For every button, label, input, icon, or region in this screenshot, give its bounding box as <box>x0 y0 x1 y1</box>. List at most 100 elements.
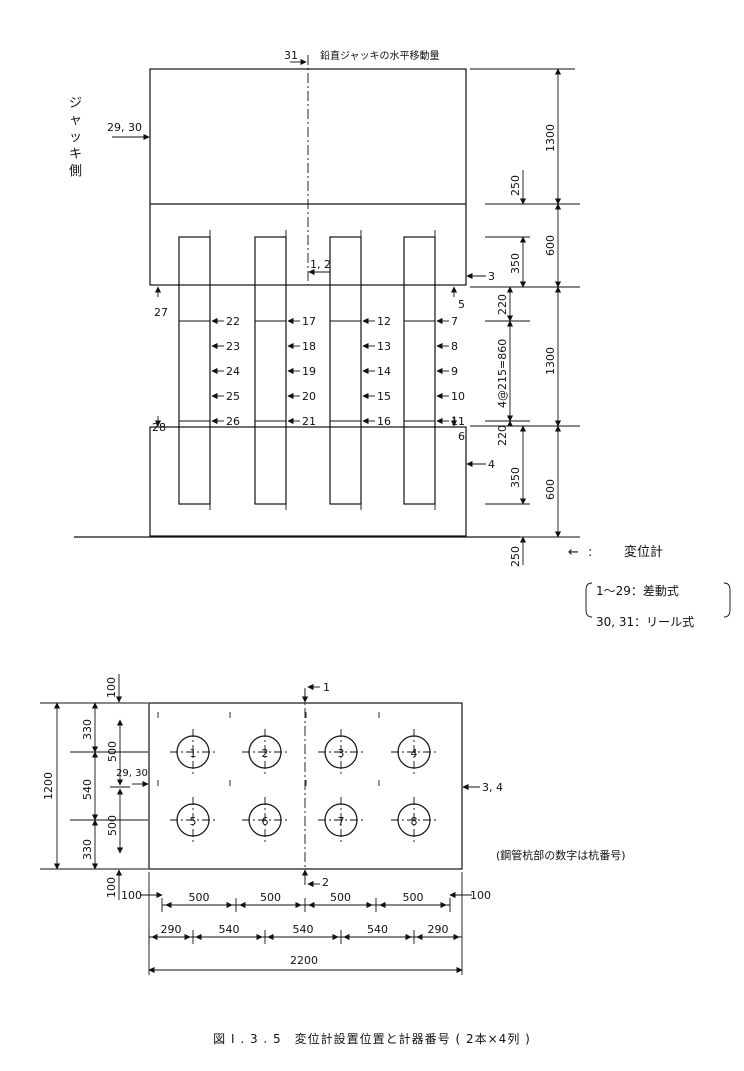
gauge-28-label: 28 <box>152 421 166 434</box>
gauge-5-label: 5 <box>458 298 465 311</box>
plan-dim-row2: 540 <box>219 923 240 936</box>
legend-meaning: 変位計 <box>624 544 663 560</box>
dim-gap-top: 220 <box>496 294 509 315</box>
plan-dim-seg-330-top: 330 <box>81 719 94 740</box>
plan-dim-pile-spacing: 500 <box>403 891 424 904</box>
plan-gauge-1-label: 1 <box>323 681 330 694</box>
plan-gauge-2-label: 2 <box>322 876 329 889</box>
pile-gauge-label: 14 <box>377 365 391 378</box>
pile-gauge-label: 8 <box>451 340 458 353</box>
dim-mid-total: 600 <box>544 235 557 256</box>
plan-dim-edge-right: 100 <box>470 889 491 902</box>
dim-top-part: 250 <box>509 175 522 196</box>
lower-block <box>149 426 467 537</box>
plan-dim-seg-540: 540 <box>81 779 94 800</box>
plan-dim-total-width: 2200 <box>290 954 318 967</box>
jack-side-char: 側 <box>69 164 82 179</box>
dim-gap-mid: 4@215=860 <box>496 339 509 408</box>
jack-side-char: ッ <box>69 130 82 145</box>
pile-elevation-4 <box>403 236 436 505</box>
jack-side-char: ャ <box>69 113 82 128</box>
plan-dim-inner-500-bot: 500 <box>106 815 119 836</box>
pile-number: 2 <box>262 747 269 760</box>
pile-gauge-label: 24 <box>226 365 240 378</box>
pile-gauge-label: 15 <box>377 390 391 403</box>
pile-gauge-label: 18 <box>302 340 316 353</box>
pile-number: 4 <box>411 747 418 760</box>
dim-bot-part: 350 <box>509 467 522 488</box>
pile-gauge-label: 20 <box>302 390 316 403</box>
pile-number: 8 <box>411 815 418 828</box>
pile-elevation-2 <box>254 236 287 505</box>
jack-side-char: キ <box>69 147 82 162</box>
gauge-6-label: 6 <box>458 430 465 443</box>
plan-note: (鋼管杭部の数字は杭番号) <box>496 848 626 862</box>
gauge-3-label: 3 <box>488 270 495 283</box>
legend-arrow-symbol: ← <box>568 545 579 560</box>
plan-dim-row2: 290 <box>428 923 449 936</box>
dim-gap-bot: 220 <box>496 425 509 446</box>
gauge-1-2-label: 1, 2 <box>310 258 331 271</box>
plan-dim-pile-spacing: 500 <box>260 891 281 904</box>
pile-gauge-label: 17 <box>302 315 316 328</box>
legend-colon: : <box>588 545 592 560</box>
dim-gap-total: 1300 <box>544 347 557 375</box>
pile-number: 5 <box>190 815 197 828</box>
pile-gauge-label: 13 <box>377 340 391 353</box>
plan-gauge-29-30-label: 29, 30 <box>116 768 148 779</box>
pile-gauge-label: 23 <box>226 340 240 353</box>
plan-dim-total: 1200 <box>42 772 55 800</box>
plan-dim-pile-spacing: 500 <box>330 891 351 904</box>
dim-mid-part: 350 <box>509 253 522 274</box>
plan-dim-pile-spacing: 500 <box>189 891 210 904</box>
legend: ← : 変位計 1～29：差動式 30, 31：リール式 <box>568 544 731 629</box>
piles-elevation <box>178 230 436 510</box>
plan-gauge-3-4-label: 3, 4 <box>482 781 503 794</box>
legend-line-1: 1～29：差動式 <box>596 584 679 598</box>
plan-dim-inner-500-top: 500 <box>106 741 119 762</box>
dim-top-total: 1300 <box>544 124 557 152</box>
gauge-31-note: 鉛直ジャッキの水平移動量 <box>320 49 440 62</box>
pile-gauge-label: 25 <box>226 390 240 403</box>
pile-gauge-label: 9 <box>451 365 458 378</box>
dim-base-extra: 250 <box>509 546 522 567</box>
plan-dim-row2: 540 <box>367 923 388 936</box>
pile-gauge-label: 26 <box>226 415 240 428</box>
elevation-dimensions: 1300 250 600 350 1300 220 4@215=860 220 … <box>470 68 580 567</box>
plan-dim-top-edge: 100 <box>105 677 118 698</box>
pile-elevation-1 <box>178 236 211 505</box>
plan-dim-seg-330-bot: 330 <box>81 839 94 860</box>
pile-gauge-label: 21 <box>302 415 316 428</box>
gauge-4-label: 4 <box>488 458 495 471</box>
plan-dim-row2: 290 <box>161 923 182 936</box>
plan-dim-edge-left: 100 <box>121 889 142 902</box>
plan-dim-bottom-edge: 100 <box>105 877 118 898</box>
pile-gauge-labels: 22 23 24 25 26 17 18 19 20 21 12 13 14 15 16 7 8 9 10 11 <box>211 315 465 428</box>
dim-bot-total: 600 <box>544 479 557 500</box>
pile-number: 6 <box>262 815 269 828</box>
plan-bottom-dimensions: 100 100 500 500 500 500 290 540 540 540 290 220… <box>121 872 491 975</box>
figure-caption: 図 I . 3 . 5 変位計設置位置と計器番号 ( 2本×4列 ) <box>213 1032 531 1046</box>
pile-gauge-label: 11 <box>451 415 465 428</box>
pile-gauge-label: 7 <box>451 315 458 328</box>
pile-gauge-label: 12 <box>377 315 391 328</box>
legend-line-2: 30, 31：リール式 <box>596 615 694 629</box>
pile-gauge-label: 22 <box>226 315 240 328</box>
gauge-27-label: 27 <box>154 306 168 319</box>
gauge-31-label: 31 <box>284 49 298 62</box>
jack-side-char: ジ <box>69 96 82 111</box>
plan-footing <box>148 702 463 870</box>
pile-number: 1 <box>190 747 197 760</box>
plan-left-dimensions: 1200 100 100 330 540 330 500 500 <box>40 674 148 900</box>
pile-gauge-label: 16 <box>377 415 391 428</box>
gauge-29-30-label: 29, 30 <box>107 121 142 134</box>
pile-elevation-3 <box>329 236 362 505</box>
pile-gauge-label: 19 <box>302 365 316 378</box>
pile-gauge-label: 10 <box>451 390 465 403</box>
pile-number: 7 <box>338 815 345 828</box>
plan-dim-row2: 540 <box>293 923 314 936</box>
